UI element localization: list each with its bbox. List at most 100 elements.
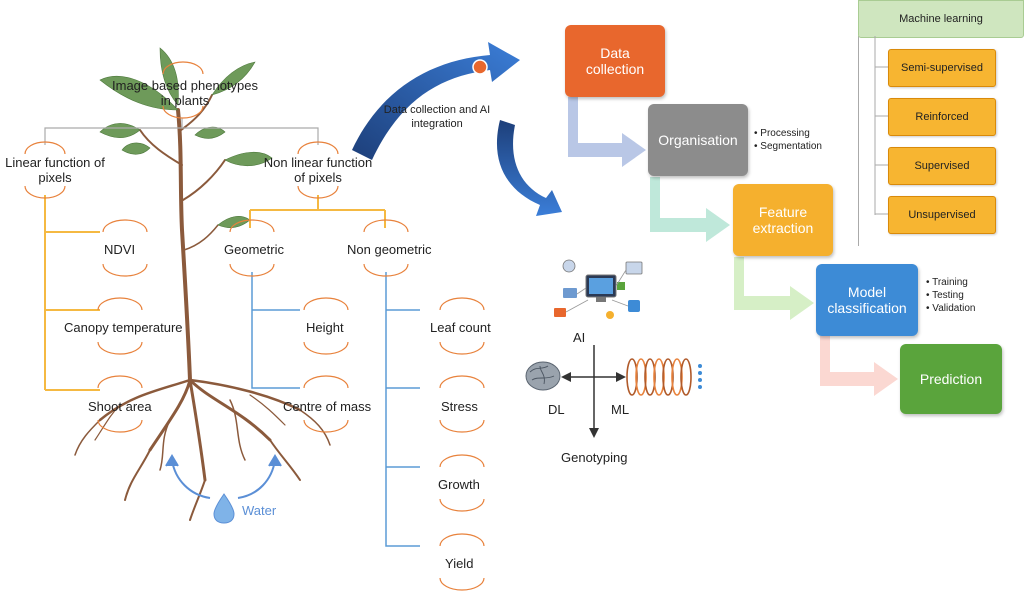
prediction-box: Prediction — [900, 344, 1002, 414]
network-layer — [626, 358, 638, 396]
ml-header: Machine learning — [858, 0, 1024, 38]
model-bullets: • Training • Testing • Validation — [926, 277, 976, 314]
data-collection-label: Data collection — [585, 44, 645, 77]
label-arc — [303, 297, 349, 311]
label-arc — [303, 341, 349, 355]
plant-roots — [74, 378, 331, 521]
network-node — [698, 385, 702, 389]
ml-header-label: Machine learning — [899, 12, 983, 25]
plant-leaves — [99, 47, 273, 229]
label-arc — [102, 263, 148, 277]
network-node — [698, 371, 702, 375]
network-node — [698, 364, 702, 368]
leaf-shoot-area: Shoot area — [88, 399, 152, 414]
dl-label: DL — [548, 402, 565, 417]
leaf-height: Height — [306, 320, 344, 335]
network-layer — [671, 358, 683, 396]
feature-extraction-box: Feature extraction — [733, 184, 833, 256]
label-arc — [439, 297, 485, 311]
root-label: Image based phenotypes in plants — [112, 78, 258, 108]
bullet-testing: Testing — [932, 290, 964, 301]
ml-panel-outline — [858, 36, 1019, 246]
ml-type-supervised: Supervised — [888, 147, 996, 185]
label-arcs — [24, 61, 485, 591]
organisation-bullets: • Processing • Segmentation — [754, 128, 822, 152]
label-arc — [439, 375, 485, 389]
ml-type-reinforced: Reinforced — [888, 98, 996, 136]
model-classification-label: Model classification — [827, 283, 907, 316]
network-layer — [644, 358, 656, 396]
ai-devices-icon — [554, 259, 643, 319]
label-arc — [439, 533, 485, 547]
bullet-segmentation: Segmentation — [760, 141, 822, 152]
label-arc — [97, 419, 143, 433]
leaf-yield: Yield — [445, 556, 474, 571]
organisation-label: Organisation — [658, 131, 738, 148]
ai-cluster — [561, 345, 626, 438]
data-collection-box: Data collection — [565, 25, 665, 97]
prediction-label: Prediction — [919, 370, 983, 387]
label-arc — [297, 141, 339, 155]
label-arc — [97, 375, 143, 389]
ml-type-label: Reinforced — [915, 111, 969, 123]
network-layer — [653, 358, 665, 396]
ml-type-label: Semi-supervised — [901, 62, 983, 74]
label-arc — [229, 263, 275, 277]
integration-label: Data collection and AI integration — [383, 104, 491, 130]
label-arc — [24, 141, 66, 155]
network-layer — [662, 358, 674, 396]
ml-type-label: Unsupervised — [908, 209, 976, 221]
label-arc — [363, 263, 409, 277]
ai-label: AI — [573, 330, 586, 345]
bullet-validation: Validation — [932, 303, 976, 314]
neural-network-icon — [626, 358, 702, 396]
label-arc — [102, 219, 148, 233]
ml-label: ML — [611, 402, 630, 417]
plant-stem — [139, 94, 226, 382]
label-arc — [24, 185, 66, 199]
feature-extraction-label: Feature extraction — [752, 203, 814, 236]
network-node — [698, 378, 702, 382]
leaf-growth: Growth — [438, 477, 480, 492]
water-drop-icon — [213, 493, 235, 524]
ml-type-label: Supervised — [914, 160, 970, 172]
label-arc — [439, 577, 485, 591]
branch-nonlinear-label: Non linear function of pixels — [263, 155, 373, 185]
label-arc — [439, 341, 485, 355]
leaf-canopy-temperature: Canopy temperature — [64, 320, 183, 335]
leaf-centre-of-mass: Centre of mass — [283, 399, 372, 414]
label-arc — [297, 185, 339, 199]
integration-arrow — [352, 42, 562, 216]
leaf-stress: Stress — [441, 399, 478, 414]
ml-type-unsupervised: Unsupervised — [888, 196, 996, 234]
bullet-training: Training — [932, 277, 968, 288]
label-arc — [303, 419, 349, 433]
label-arc — [97, 297, 143, 311]
ml-type-semi-supervised: Semi-supervised — [888, 49, 996, 87]
label-arc — [97, 341, 143, 355]
leaf-ndvi: NDVI — [104, 242, 136, 257]
bullet-processing: Processing — [760, 128, 810, 139]
label-arc — [303, 375, 349, 389]
node-geometric: Geometric — [224, 242, 284, 257]
left-tree-lines — [44, 118, 420, 547]
genotyping-label: Genotyping — [561, 450, 628, 465]
label-arc — [229, 219, 275, 233]
label-arc — [439, 498, 485, 512]
label-arc — [162, 61, 204, 75]
label-arc — [162, 105, 204, 119]
leaf-leaf-count: Leaf count — [430, 320, 491, 335]
network-layer — [635, 358, 647, 396]
network-layer — [680, 358, 692, 396]
label-arc — [363, 219, 409, 233]
integration-dot — [472, 59, 488, 75]
water-label: Water — [242, 503, 277, 518]
label-arc — [439, 454, 485, 468]
organisation-box: Organisation — [648, 104, 748, 176]
label-arc — [439, 419, 485, 433]
node-non-geometric: Non geometric — [347, 242, 432, 257]
pipeline-arrows — [568, 97, 898, 396]
brain-icon — [525, 361, 561, 391]
